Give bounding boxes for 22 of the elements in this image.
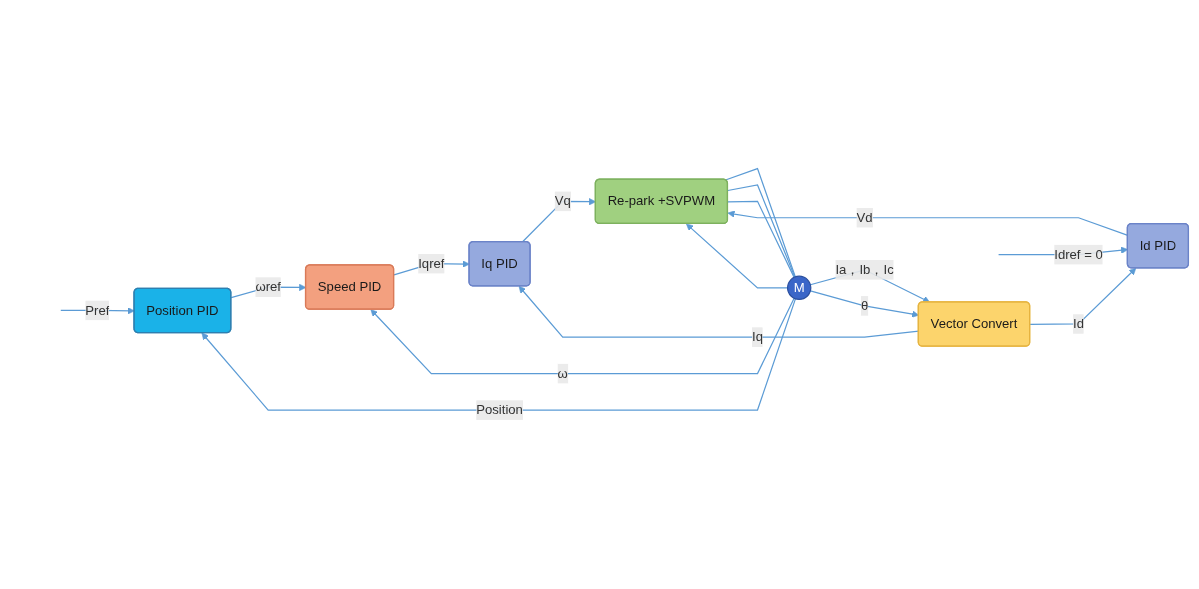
edge-label: Vd xyxy=(856,208,873,228)
edge-label: ωref xyxy=(254,277,281,298)
process-box: Position PID xyxy=(132,287,231,334)
arrow xyxy=(201,298,796,411)
process-box: Id PID xyxy=(1126,223,1189,269)
process-box: Vector Convert xyxy=(917,301,1030,347)
edge-label: Ia，Ib，Ic xyxy=(834,260,894,280)
edge-label: Iqref xyxy=(417,254,444,274)
edge-label: Id xyxy=(1072,314,1084,335)
process-box: Iq PID xyxy=(467,241,531,287)
edge-label: θ xyxy=(860,296,868,316)
process-box: Re-park +SVPWM xyxy=(594,178,728,225)
edge-label: Idref = 0 xyxy=(1053,245,1103,265)
motor-circle: M xyxy=(786,275,811,301)
arrow xyxy=(685,223,788,289)
edge-label: Vq xyxy=(554,191,571,212)
edge-label: ω xyxy=(557,364,568,384)
arrow xyxy=(370,297,795,375)
edge-label: Iq xyxy=(751,327,763,348)
process-box: Speed PID xyxy=(304,264,394,311)
edge-label: Position xyxy=(475,400,523,421)
edge-label: Pref xyxy=(84,300,109,321)
